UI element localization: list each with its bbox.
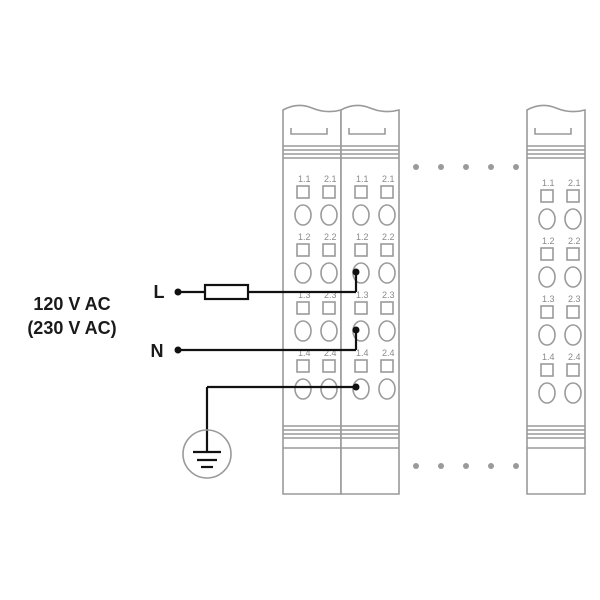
terminal-release-square — [354, 243, 368, 257]
terminal-opening — [378, 204, 396, 226]
terminal-opening — [538, 266, 556, 288]
terminal-opening — [378, 320, 396, 342]
voltage-label-230: (230 V AC) — [27, 318, 116, 338]
fuse-symbol-icon — [203, 283, 250, 301]
terminal-opening — [294, 320, 312, 342]
module-header-mark — [534, 128, 572, 135]
terminal-label: 1.2 — [298, 232, 311, 242]
terminal-label: 1.3 — [542, 294, 555, 304]
terminal-label: 2.1 — [382, 174, 395, 184]
terminal-opening — [352, 204, 370, 226]
module-a1: 1.1 2.1 1.2 2.2 1.3 2.3 1.4 2.4 — [282, 104, 342, 495]
terminal-opening — [294, 204, 312, 226]
protective-earth-icon — [182, 429, 232, 479]
terminal-release-square — [322, 243, 336, 257]
voltage-label-120: 120 V AC — [33, 294, 110, 314]
terminal-opening — [538, 382, 556, 404]
terminal-label: 1.1 — [356, 174, 369, 184]
terminal-release-square — [296, 243, 310, 257]
module-header-mark — [348, 128, 386, 135]
terminal-label: 2.2 — [324, 232, 337, 242]
neutral-wire — [174, 326, 360, 354]
terminal-opening — [564, 266, 582, 288]
terminal-label: 2.1 — [324, 174, 337, 184]
terminal-release-square — [296, 301, 310, 315]
module-b: 1.1 2.1 1.2 2.2 1.3 2.3 1.4 2.4 — [526, 104, 586, 495]
terminal-release-square — [380, 185, 394, 199]
terminal-opening — [538, 324, 556, 346]
terminal-release-square — [380, 243, 394, 257]
module-a2: 1.1 2.1 1.2 2.2 1.3 2.3 1.4 2.4 — [340, 104, 400, 495]
terminal-label: 2.4 — [568, 352, 581, 362]
terminal-release-square — [354, 185, 368, 199]
terminal-release-square — [322, 301, 336, 315]
terminal-label: 1.1 — [542, 178, 555, 188]
terminal-opening — [294, 378, 312, 400]
terminal-release-square — [566, 189, 580, 203]
continuation-dots-top — [413, 164, 519, 170]
line-label: L — [154, 282, 165, 302]
terminal-label: 1.3 — [356, 290, 369, 300]
terminal-label: 2.3 — [382, 290, 395, 300]
terminal-release-square — [540, 247, 554, 261]
terminal-release-square — [354, 359, 368, 373]
terminal-release-square — [322, 185, 336, 199]
terminal-label: 1.3 — [298, 290, 311, 300]
terminal-label: 2.3 — [324, 290, 337, 300]
terminal-release-square — [322, 359, 336, 373]
terminal-label: 2.2 — [382, 232, 395, 242]
terminal-opening — [378, 378, 396, 400]
terminal-label: 1.2 — [542, 236, 555, 246]
terminal-release-square — [540, 189, 554, 203]
terminal-opening — [564, 324, 582, 346]
terminal-release-square — [296, 185, 310, 199]
terminal-release-square — [380, 359, 394, 373]
module-header-mark — [290, 128, 328, 135]
terminal-label: 1.4 — [542, 352, 555, 362]
terminal-label: 2.3 — [568, 294, 581, 304]
terminal-release-square — [540, 305, 554, 319]
terminal-release-square — [566, 363, 580, 377]
terminal-opening — [320, 378, 338, 400]
terminal-release-square — [354, 301, 368, 315]
terminal-label: 1.4 — [298, 348, 311, 358]
terminal-release-square — [380, 301, 394, 315]
terminal-label: 2.4 — [324, 348, 337, 358]
terminal-label: 1.2 — [356, 232, 369, 242]
line-wire — [174, 268, 360, 301]
terminal-release-square — [566, 247, 580, 261]
neutral-label: N — [151, 341, 164, 361]
terminal-release-square — [566, 305, 580, 319]
terminal-label: 1.4 — [356, 348, 369, 358]
terminal-label: 2.2 — [568, 236, 581, 246]
terminal-opening — [320, 204, 338, 226]
terminal-opening — [538, 208, 556, 230]
terminal-opening — [564, 208, 582, 230]
terminal-opening — [352, 378, 370, 400]
earth-wire — [182, 383, 360, 479]
terminal-opening — [378, 262, 396, 284]
terminal-opening — [294, 262, 312, 284]
terminal-release-square — [296, 359, 310, 373]
terminal-label: 1.1 — [298, 174, 311, 184]
terminal-label: 2.1 — [568, 178, 581, 188]
terminal-release-square — [540, 363, 554, 377]
terminal-opening — [320, 262, 338, 284]
continuation-dots-bottom — [413, 463, 519, 469]
terminal-opening — [564, 382, 582, 404]
terminal-opening — [320, 320, 338, 342]
terminal-label: 2.4 — [382, 348, 395, 358]
